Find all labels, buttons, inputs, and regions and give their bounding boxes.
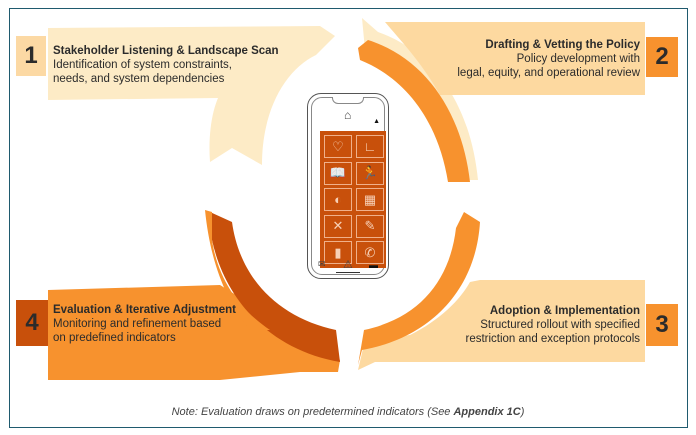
phone-screen: ⌂ ▲ ♡∟📖🏃◐▦✕✎▮✆ ✉ ⚠ ▬ <box>311 97 386 275</box>
step2-number-box: 2 <box>646 37 678 77</box>
step3-desc-line2: restriction and exception protocols <box>465 333 640 345</box>
step2-banner <box>385 22 645 95</box>
step1-title: Stakeholder Listening & Landscape Scan <box>53 45 279 57</box>
phone-notch <box>332 97 364 104</box>
footnote: Note: Evaluation draws on predetermined … <box>0 406 696 418</box>
step2-number: 2 <box>655 43 669 70</box>
step4-arc <box>210 212 340 362</box>
step1-arrow <box>48 26 335 165</box>
step2-title: Drafting & Vetting the Policy <box>485 39 640 51</box>
step4-desc-line2: on predefined indicators <box>53 332 176 344</box>
step3-number-box: 3 <box>646 304 678 346</box>
step2-desc-line1: Policy development with <box>516 53 640 65</box>
home-indicator <box>336 271 360 273</box>
step1-number: 1 <box>24 42 38 69</box>
user-icon: ▲ <box>373 118 380 125</box>
foot-icon[interactable]: ∟ <box>356 135 384 158</box>
step3-number: 3 <box>655 311 669 338</box>
step3-desc-line1: Structured rollout with specified <box>480 319 640 331</box>
step2-text: Drafting & Vetting the Policy Policy dev… <box>457 38 640 80</box>
step3-text: Adoption & Implementation Structured rol… <box>465 304 640 346</box>
step4-banner <box>48 285 340 380</box>
step3-arc <box>358 212 480 365</box>
note-appendix: Appendix 1C <box>453 406 521 418</box>
home-icon: ⌂ <box>344 108 352 122</box>
step1-desc-line2: needs, and system dependencies <box>53 73 225 85</box>
calendar-icon[interactable]: ▦ <box>356 188 384 211</box>
pill-bottle-icon[interactable]: ▮ <box>324 241 352 264</box>
step1-text: Stakeholder Listening & Landscape Scan I… <box>53 44 279 86</box>
chat-icon: ▬ <box>369 260 378 270</box>
mail-icon: ✉ <box>318 259 326 269</box>
step1-desc-line1: Identification of system constraints, <box>53 59 232 71</box>
phone-mockup: ⌂ ▲ ♡∟📖🏃◐▦✕✎▮✆ ✉ ⚠ ▬ <box>307 93 389 279</box>
step1-number-box: 1 <box>16 36 46 76</box>
note-prefix: Note: Evaluation draws on predetermined … <box>171 406 454 418</box>
book-icon[interactable]: 📖 <box>324 161 352 185</box>
warning-icon: ⚠ <box>343 259 353 271</box>
app-tile-grid: ♡∟📖🏃◐▦✕✎▮✆ <box>320 131 386 268</box>
thermometer-icon[interactable]: ✎ <box>356 214 384 238</box>
step4-number-box: 4 <box>16 300 48 346</box>
note-suffix: ) <box>520 406 525 418</box>
utensils-icon[interactable]: ✕ <box>324 214 352 238</box>
step4-arc-shadow <box>205 210 270 330</box>
kidney-icon[interactable]: ◐ <box>324 188 352 211</box>
running-icon[interactable]: 🏃 <box>356 161 384 185</box>
step3-title: Adoption & Implementation <box>489 305 640 317</box>
step2-arrow-mid <box>358 40 470 182</box>
step4-desc-line1: Monitoring and refinement based <box>53 318 222 330</box>
step4-number: 4 <box>25 309 39 336</box>
phone-icon[interactable]: ✆ <box>356 241 384 264</box>
step2-desc-line2: legal, equity, and operational review <box>457 67 640 79</box>
step4-title: Evaluation & Iterative Adjustment <box>53 304 236 316</box>
step3-banner <box>358 280 645 370</box>
step4-text: Evaluation & Iterative Adjustment Monito… <box>53 303 236 345</box>
heart-rate-icon[interactable]: ♡ <box>324 135 352 158</box>
